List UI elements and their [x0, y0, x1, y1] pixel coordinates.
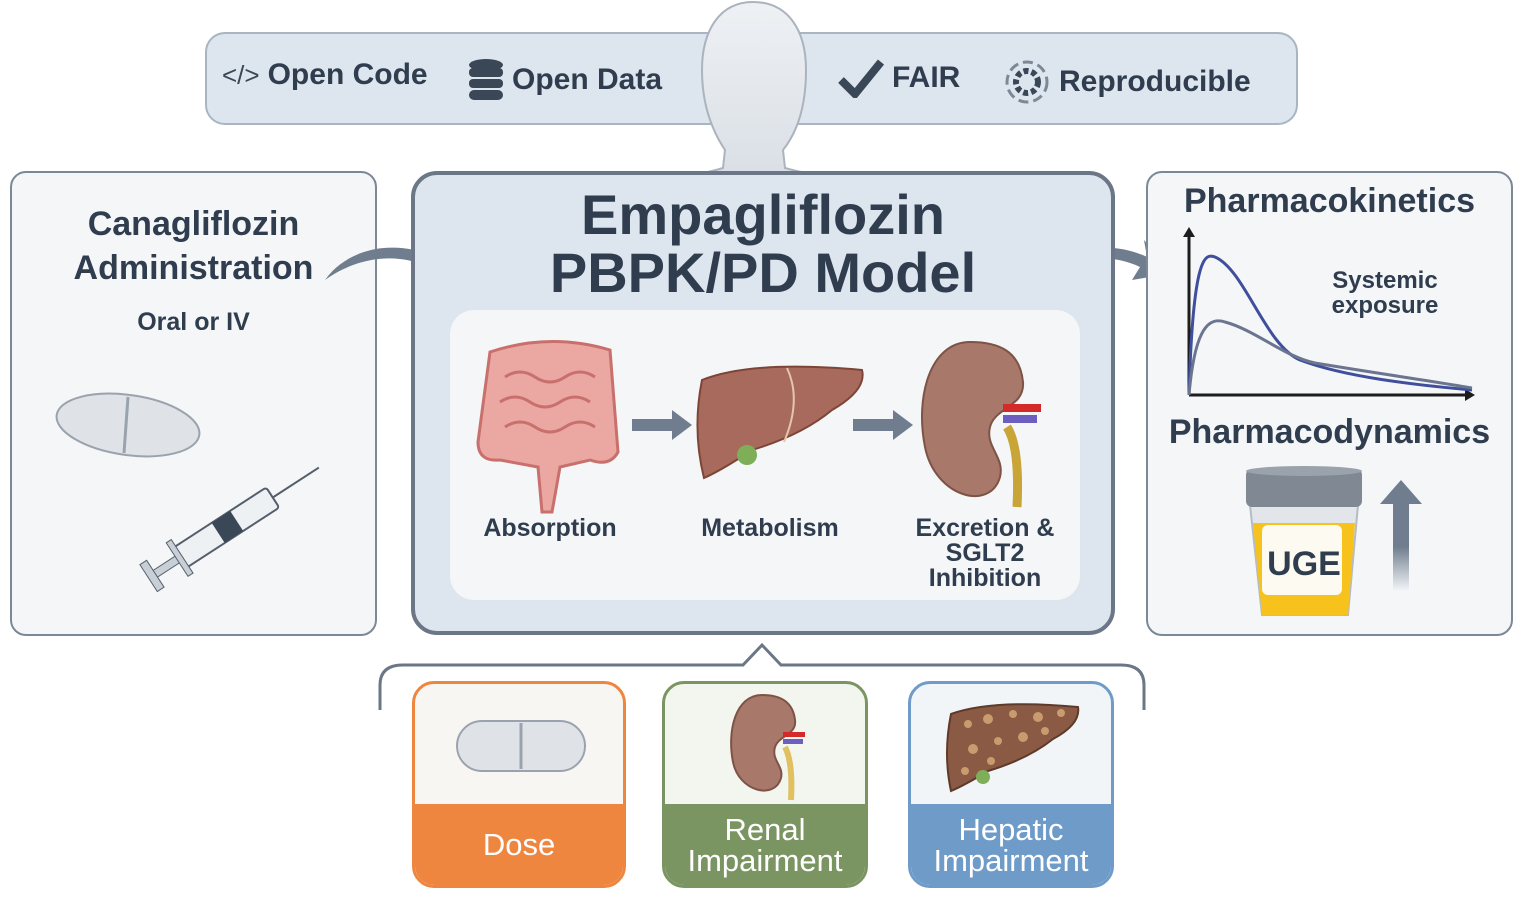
- code-icon: </>: [222, 59, 260, 90]
- banner-label: Open Code: [267, 58, 428, 91]
- label-line: Dose: [482, 827, 556, 862]
- process-arrow-icon: [632, 410, 692, 440]
- pk-curve-low: [1187, 319, 1473, 396]
- cirrhotic-liver-icon: [946, 703, 1080, 793]
- banner-label: Reproducible: [1059, 65, 1251, 98]
- banner-label: Open Data: [512, 63, 663, 96]
- pill-icon: [456, 720, 586, 772]
- pd-title: Pharmacodynamics: [1168, 413, 1491, 451]
- kidney-icon: [730, 693, 805, 801]
- pill-icon: [55, 392, 201, 458]
- syringe-icon: [139, 466, 320, 593]
- banner-label: FAIR: [892, 61, 961, 94]
- title-line: Canagliflozin: [87, 205, 300, 243]
- label-line: Hepatic: [958, 811, 1064, 847]
- route-subtitle: Oral or IV: [137, 308, 250, 336]
- label-line: Inhibition: [928, 564, 1042, 592]
- label-line: Excretion &: [915, 514, 1055, 542]
- pk-curve-high: [1187, 254, 1473, 396]
- label-line: SGLT2: [945, 539, 1025, 567]
- increase-arrow-icon: [1380, 480, 1422, 591]
- title-line: Administration: [73, 249, 314, 287]
- pk-curve-plot: [1183, 227, 1475, 401]
- factor-card-dose: Dose: [412, 681, 626, 888]
- banner-item-open-code: </> Open Code: [222, 58, 428, 92]
- model-title: Empagliflozin PBPK/PD Model: [411, 186, 1115, 302]
- urine-cup-icon: [1246, 466, 1362, 616]
- step-absorption-label: Absorption: [483, 514, 617, 542]
- kidney-icon: [921, 340, 1041, 508]
- label-line: Impairment: [933, 842, 1089, 878]
- systemic-exposure-label: Systemic exposure: [1310, 268, 1460, 318]
- title-line: PBPK/PD Model: [549, 241, 977, 304]
- output-arrow-icon: [1037, 240, 1174, 280]
- label-line: Systemic: [1332, 267, 1438, 294]
- intestine-icon: [476, 340, 620, 514]
- step-metabolism-label: Metabolism: [701, 514, 839, 542]
- label-line: Renal: [724, 811, 806, 847]
- uge-label: UGE: [1267, 545, 1341, 583]
- step-excretion-label: Excretion & SGLT2 Inhibition: [895, 516, 1075, 591]
- brace-connector: [378, 642, 1146, 710]
- label-line: Impairment: [687, 842, 843, 878]
- factor-label: Dose: [415, 804, 623, 885]
- banner-item-reproducible: Reproducible: [1003, 58, 1251, 106]
- liver-icon: [696, 365, 864, 480]
- administration-title: Canagliflozin Administration: [10, 202, 377, 290]
- human-head-icon: [638, 0, 872, 200]
- database-icon: [469, 59, 503, 100]
- banner-item-fair: FAIR: [838, 58, 960, 98]
- pk-title: Pharmacokinetics: [1183, 182, 1476, 220]
- gear-icon: [1005, 60, 1049, 104]
- label-line: exposure: [1331, 292, 1439, 319]
- checkmark-icon: [838, 59, 884, 98]
- banner-item-open-data: Open Data: [468, 58, 662, 102]
- process-arrow-icon: [853, 410, 913, 440]
- title-line: Empagliflozin: [581, 183, 945, 246]
